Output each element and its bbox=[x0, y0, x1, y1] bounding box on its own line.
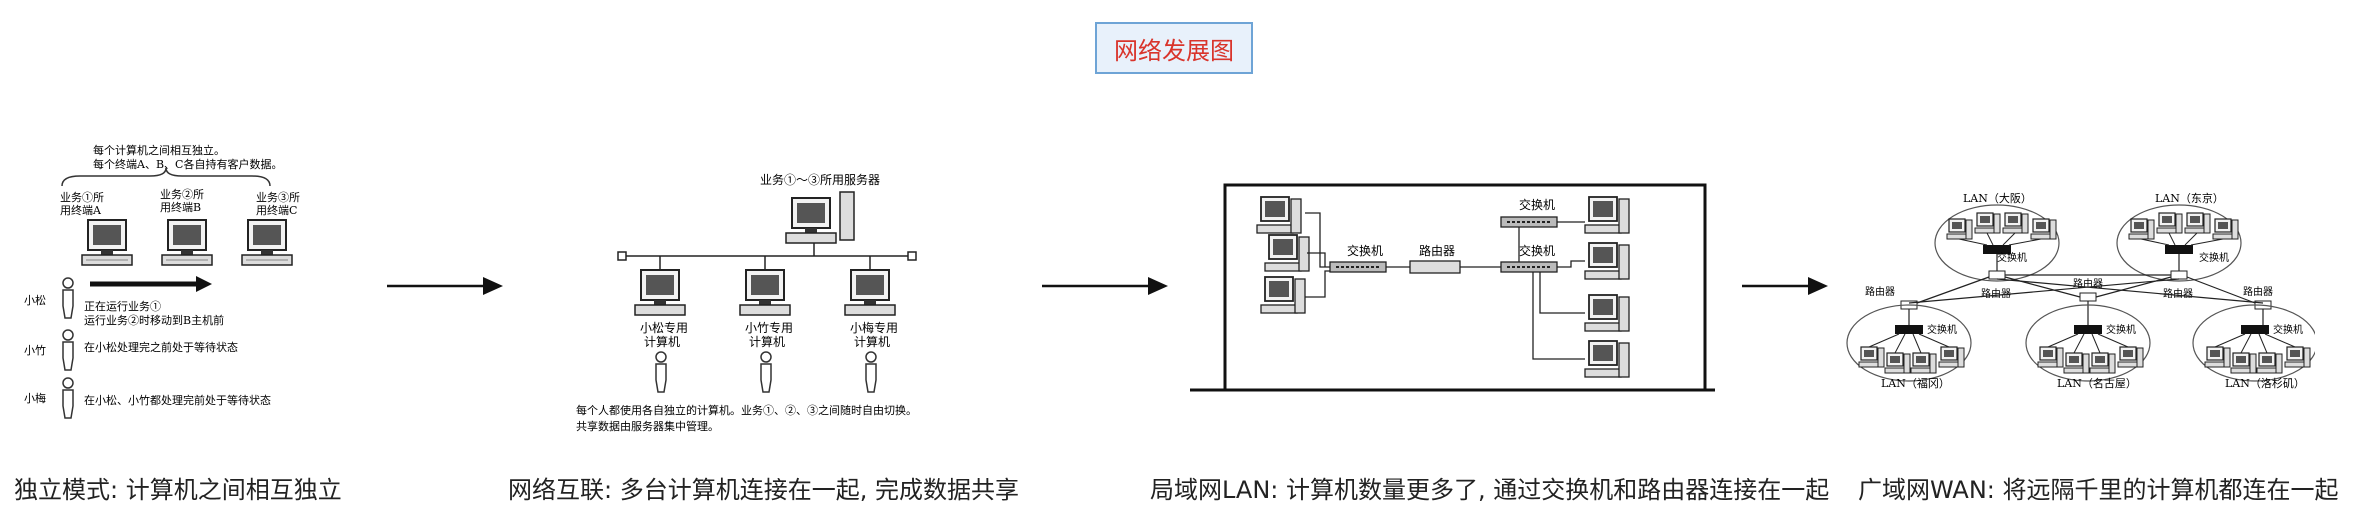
lan-los-angeles bbox=[2193, 305, 2315, 381]
switch-2-label: 交换机 bbox=[1519, 197, 1555, 212]
person-komatsu bbox=[62, 277, 74, 319]
switch-fukuoka-label: 交换机 bbox=[1927, 323, 1957, 336]
koume-computer-label: 小梅专用 bbox=[850, 320, 898, 335]
standalone-mode-illustration: 每个计算机之间相互独立。 每个终端A、B、C各自持有客户数据。 业务①所 用终端… bbox=[24, 143, 300, 419]
terminal-a-label: 业务①所 bbox=[60, 191, 104, 204]
switch-osaka-label: 交换机 bbox=[1997, 251, 2027, 264]
lan-osaka-label: LAN（大阪） bbox=[1963, 191, 2032, 205]
person-koume-name: 小梅 bbox=[24, 391, 46, 405]
diagram-title: 网络发展图 bbox=[1095, 22, 1253, 74]
lan-pc-6 bbox=[1584, 294, 1630, 332]
lan-fukuoka-label: LAN（福冈） bbox=[1881, 376, 1950, 390]
terminal-c-computer bbox=[241, 219, 293, 266]
note-line-2: 共享数据由服务器集中管理。 bbox=[576, 419, 719, 433]
terminal-b-computer bbox=[161, 219, 213, 266]
person-komatsu-status-2: 运行业务②时移动到B主机前 bbox=[84, 313, 224, 327]
person-kotake-status: 在小松处理完之前处于等待状态 bbox=[84, 340, 238, 354]
lan-pc-1 bbox=[1256, 196, 1302, 234]
lan-pc-4 bbox=[1584, 196, 1630, 234]
komatsu-computer-label-2: 计算机 bbox=[644, 334, 680, 349]
lan-pc-7 bbox=[1584, 340, 1630, 378]
lan-pc-5 bbox=[1584, 242, 1630, 280]
switch-1 bbox=[1329, 261, 1387, 273]
server-label: 业务①～③所用服务器 bbox=[760, 172, 880, 187]
switch-1-label: 交换机 bbox=[1347, 243, 1383, 258]
kotake-computer bbox=[739, 269, 791, 316]
person-komatsu-status-1: 正在运行业务① bbox=[84, 300, 161, 313]
lan-pc-2 bbox=[1264, 234, 1310, 272]
komatsu-person bbox=[655, 351, 667, 393]
terminal-c-label: 业务③所 bbox=[256, 191, 300, 204]
switch-3-label: 交换机 bbox=[1519, 243, 1555, 258]
lan-los-angeles-label: LAN（洛杉矶） bbox=[2225, 376, 2305, 390]
person-kotake bbox=[62, 329, 74, 371]
person-kotake-name: 小竹 bbox=[24, 343, 46, 357]
komatsu-computer-label: 小松专用 bbox=[640, 320, 688, 335]
lan-nagoya-label: LAN（名古屋） bbox=[2057, 376, 2137, 390]
arrow-3-icon bbox=[1742, 277, 1828, 295]
caption-wan: 广域网WAN: 将远隔千里的计算机都连在一起 bbox=[1858, 476, 2339, 504]
network-interconnect-illustration: 业务①～③所用服务器 小松专用 计算机 小竹专用 计算机 小梅专用 计算机 每个… bbox=[576, 172, 917, 433]
router-label-3: 路由器 bbox=[1865, 285, 1895, 298]
caption-lan: 局域网LAN: 计算机数量更多了, 通过交换机和路由器连接在一起 bbox=[1150, 476, 1830, 504]
note-line-2: 每个终端A、B、C各自持有客户数据。 bbox=[93, 157, 282, 171]
kotake-computer-label-2: 计算机 bbox=[749, 334, 785, 349]
terminal-a-label-2: 用终端A bbox=[60, 203, 102, 217]
switch-2 bbox=[1500, 216, 1558, 228]
switch-nagoya-label: 交换机 bbox=[2106, 323, 2136, 336]
kotake-computer-label: 小竹专用 bbox=[745, 320, 793, 335]
terminal-b-label-2: 用终端B bbox=[160, 200, 201, 214]
router-device bbox=[1409, 260, 1461, 274]
lan-illustration: 交换机 路由器 交换机 交换机 bbox=[1190, 183, 1715, 392]
lan-tokyo-label: LAN（东京） bbox=[2155, 191, 2224, 205]
switch-la-label: 交换机 bbox=[2273, 323, 2303, 336]
router-label-5: 路由器 bbox=[2243, 285, 2273, 298]
person-koume bbox=[62, 377, 74, 419]
terminal-c-label-2: 用终端C bbox=[256, 203, 297, 217]
wan-illustration: LAN（大阪） 交换机 LAN（东京） 交换机 路由器 路由器 路由器 路由器 … bbox=[1845, 191, 2315, 390]
server-computer bbox=[785, 191, 855, 244]
caption-network-interconnect: 网络互联: 多台计算机连接在一起, 完成数据共享 bbox=[508, 476, 1019, 504]
terminal-b-label: 业务②所 bbox=[160, 188, 204, 201]
note-line-1: 每个人都使用各自独立的计算机。业务①、②、③之间随时自由切换。 bbox=[576, 403, 917, 417]
komatsu-computer bbox=[634, 269, 686, 316]
switch-3 bbox=[1500, 261, 1558, 273]
koume-computer bbox=[844, 269, 896, 316]
router-label-2: 路由器 bbox=[2163, 287, 2193, 300]
caption-standalone: 独立模式: 计算机之间相互独立 bbox=[14, 476, 342, 504]
person-koume-status: 在小松、小竹都处理完前处于等待状态 bbox=[84, 393, 271, 407]
lan-pc-3 bbox=[1260, 276, 1306, 314]
router-label-1: 路由器 bbox=[1981, 287, 2011, 300]
kotake-person bbox=[760, 351, 772, 393]
terminal-a-computer bbox=[81, 219, 133, 266]
arrow-2-icon bbox=[1042, 277, 1168, 295]
router-label: 路由器 bbox=[1419, 243, 1455, 258]
koume-person bbox=[865, 351, 877, 393]
note-line-1: 每个计算机之间相互独立。 bbox=[93, 143, 225, 157]
person-komatsu-name: 小松 bbox=[24, 293, 46, 307]
arrow-1-icon bbox=[387, 277, 503, 295]
switch-tokyo-label: 交换机 bbox=[2199, 251, 2229, 264]
koume-computer-label-2: 计算机 bbox=[854, 334, 890, 349]
